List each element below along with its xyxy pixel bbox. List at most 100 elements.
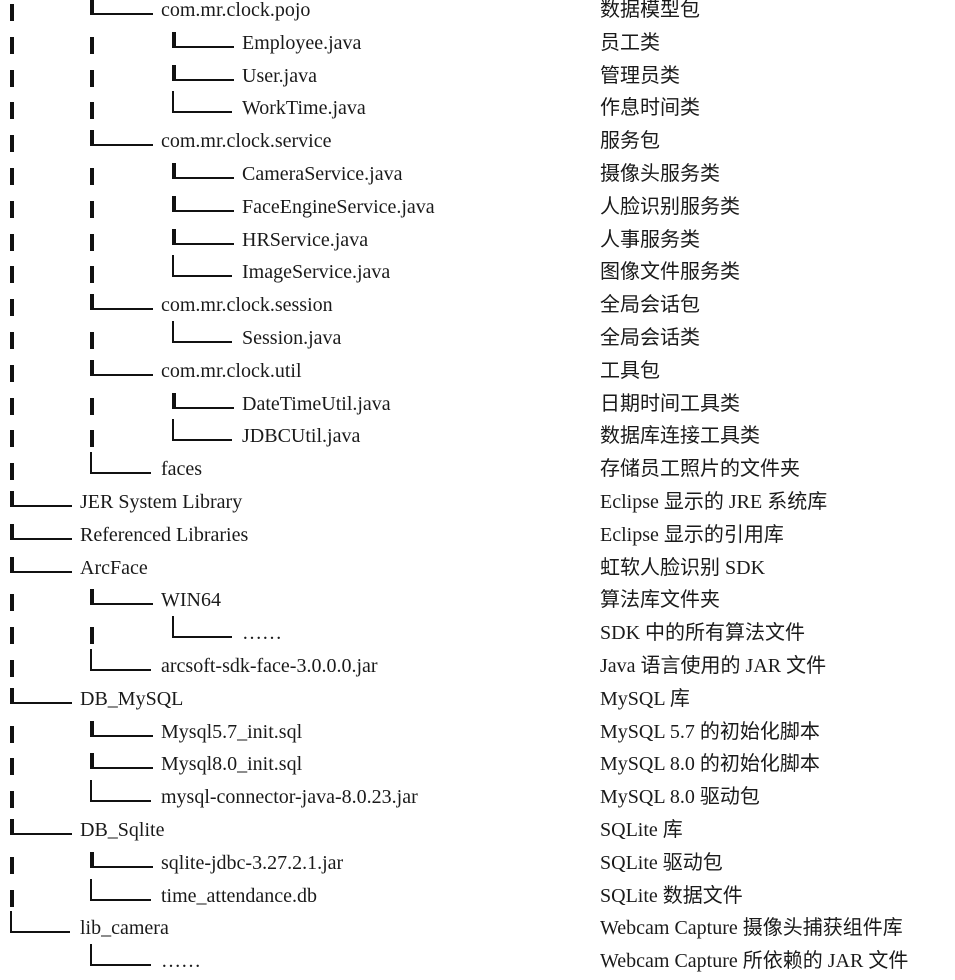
tree-item-description: MySQL 5.7 的初始化脚本	[600, 720, 820, 743]
tree-guide-line	[10, 594, 14, 612]
tree-branch-connector	[90, 130, 153, 147]
tree-branch-connector	[90, 359, 153, 376]
tree-item-name: faces	[161, 458, 203, 481]
tree-item-description: 服务包	[600, 130, 660, 153]
tree-branch-connector	[172, 195, 234, 212]
tree-row: DateTimeUtil.java 日期时间工具类	[0, 389, 955, 421]
tree-guide-line	[10, 364, 14, 382]
tree-row: Session.java 全局会话类	[0, 321, 955, 355]
tree-guide-line	[90, 233, 94, 251]
tree-guide-line	[10, 397, 14, 415]
tree-row: CameraService.java 摄像头服务类	[0, 159, 955, 191]
tree-item-name: lib_camera	[80, 917, 169, 940]
tree-row: ……Webcam Capture 所依赖的 JAR 文件	[0, 944, 955, 978]
tree-item-name: time_attendance.db	[161, 884, 318, 907]
tree-item-description: 员工类	[600, 31, 660, 54]
tree-item-description: 图像文件服务类	[600, 261, 740, 284]
tree-branch-connector	[90, 720, 153, 737]
tree-item-description: SQLite 数据文件	[600, 884, 743, 907]
tree-branch-connector	[90, 0, 153, 15]
tree-branch-connector	[90, 851, 153, 868]
tree-branch-connector	[10, 556, 72, 573]
tree-guide-line	[10, 168, 14, 185]
tree-item-name: com.mr.clock.service	[161, 130, 332, 153]
tree-item-description: Eclipse 显示的引用库	[600, 523, 784, 546]
tree-item-description: 虹软人脸识别 SDK	[600, 556, 766, 579]
tree-item-description: Java 语言使用的 JAR 文件	[600, 655, 827, 677]
tree-row: DB_MySQL MySQL 库	[0, 684, 955, 716]
tree-guide-line	[90, 36, 94, 54]
tree-item-name: User.java	[242, 64, 317, 87]
tree-branch-connector	[90, 589, 153, 606]
tree-branch-connector	[172, 228, 234, 245]
tree-last-branch-connector	[172, 616, 232, 639]
tree-item-description: 日期时间工具类	[600, 392, 740, 415]
tree-row: sqlite-jdbc-3.27.2.1.jar SQLite 驱动包	[0, 848, 955, 880]
tree-item-name: Mysql8.0_init.sql	[161, 753, 303, 776]
tree-guide-line	[10, 791, 14, 809]
tree-row: ……SDK 中的所有算法文件	[0, 616, 955, 650]
tree-item-description: 全局会话包	[600, 294, 700, 317]
tree-item-name: Session.java	[242, 327, 342, 349]
tree-row: User.java 管理员类	[0, 61, 955, 93]
tree-guide-line	[10, 233, 14, 251]
tree-item-description: Webcam Capture 摄像头捕获组件库	[600, 917, 903, 940]
tree-branch-connector	[10, 491, 72, 507]
tree-last-branch-connector	[10, 911, 70, 934]
tree-item-description: 数据库连接工具类	[600, 425, 760, 448]
tree-item-description: 算法库文件夹	[600, 589, 720, 612]
tree-guide-line	[10, 463, 14, 481]
tree-guide-line	[10, 69, 14, 87]
tree-item-description: MySQL 库	[600, 687, 690, 710]
tree-guide-line	[10, 660, 14, 677]
tree-guide-line	[10, 200, 14, 218]
tree-item-name: mysql-connector-java-8.0.23.jar	[161, 786, 418, 809]
tree-guide-line	[10, 430, 14, 448]
tree-item-name: Mysql5.7_init.sql	[161, 720, 303, 743]
tree-row: ImageService.java 图像文件服务类	[0, 255, 955, 289]
tree-item-name: ImageService.java	[242, 261, 391, 284]
tree-item-name: JER System Library	[80, 491, 243, 513]
tree-guide-line	[90, 102, 94, 120]
tree-item-name: DateTimeUtil.java	[242, 392, 391, 415]
tree-item-name: Referenced Libraries	[80, 523, 249, 546]
tree-item-name: DB_Sqlite	[80, 819, 165, 841]
tree-guide-line	[90, 69, 94, 87]
tree-item-name: DB_MySQL	[80, 687, 184, 710]
tree-branch-connector	[90, 294, 153, 311]
tree-guide-line	[10, 627, 14, 645]
tree-branch-connector	[10, 523, 72, 540]
tree-item-description: SQLite 驱动包	[600, 851, 723, 874]
tree-last-branch-connector	[172, 91, 232, 114]
tree-item-name: WorkTime.java	[242, 97, 366, 120]
tree-item-name: sqlite-jdbc-3.27.2.1.jar	[161, 851, 344, 874]
tree-item-description: 人脸识别服务类	[600, 195, 740, 218]
tree-item-description: 全局会话类	[600, 327, 700, 349]
tree-item-description: 人事服务类	[600, 228, 700, 251]
tree-item-description: 摄像头服务类	[600, 163, 720, 185]
tree-guide-line	[10, 135, 14, 153]
tree-row: HRService.java 人事服务类	[0, 225, 955, 257]
tree-item-name: HRService.java	[242, 228, 369, 251]
tree-item-description: 管理员类	[600, 64, 680, 87]
tree-guide-line	[90, 168, 94, 185]
tree-row: lib_camera Webcam Capture 摄像头捕获组件库	[0, 911, 955, 945]
tree-last-branch-connector	[172, 255, 232, 278]
tree-last-branch-connector	[90, 878, 151, 901]
tree-item-name: CameraService.java	[242, 163, 403, 185]
tree-guide-line	[90, 332, 94, 349]
tree-item-name: ArcFace	[80, 556, 148, 579]
tree-branch-connector	[172, 64, 234, 81]
tree-guide-line	[10, 725, 14, 743]
tree-last-branch-connector	[172, 321, 232, 343]
